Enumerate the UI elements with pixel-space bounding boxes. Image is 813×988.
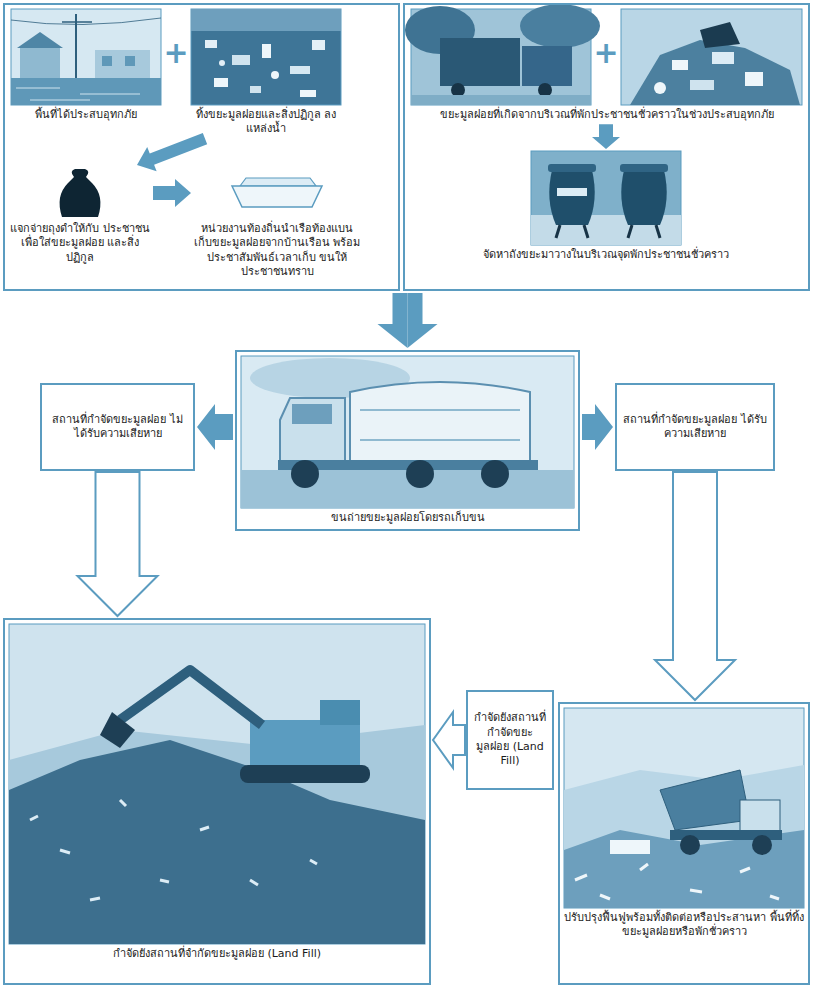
hollow-arrow: [433, 712, 465, 768]
node-text: แจกจ่ายถุงดำให้กับ ประชาชนเพื่อใส่ขยะมูล…: [9, 222, 151, 265]
node-text: ขนถ่ายขยะมูลฝอยโดยรถเก็บขน: [241, 511, 574, 525]
plus-sign: +: [593, 38, 619, 68]
callout-box: กำจัดยังสถานที่ กำจัดขยะมูลฝอย (Land Fil…: [466, 690, 554, 790]
node-text: ปรับปรุงฟื้นฟูพร้อมทั้งติดต่อหรือประสานห…: [564, 911, 804, 940]
photo-caption: พื้นที่ได้ประสบอุทกภัย: [11, 9, 161, 122]
photo-space: [564, 708, 804, 908]
node-text: หน่วยงานท้องถิ่นนำเรือท้องแบน เก็บขยะมูล…: [193, 222, 361, 279]
node-text: สถานที่กำจัดขยะมูลฝอย ไม่ได้รับความเสียห…: [46, 413, 189, 442]
photo-space: [191, 9, 341, 105]
bins-photo: [531, 151, 681, 245]
landfill-photo: [9, 624, 425, 944]
block-arrow: [582, 404, 613, 450]
photo-caption: จัดหาถังขยะมาวางในบริเวณจุดพักประชาชนชั่…: [456, 151, 756, 262]
truck-photo: [241, 356, 574, 508]
photo-caption: แจกจ่ายถุงดำให้กับ ประชาชนเพื่อใส่ขยะมูล…: [9, 167, 151, 265]
photo-box: กำจัดยังสถานที่จำกัดขยะมูลฝอย (Land Fill…: [3, 618, 431, 985]
block-arrow: [197, 404, 233, 450]
block-arrow: [592, 124, 620, 149]
panel: พื้นที่ได้ประสบอุทกภัย ทิ้งขยะมูลฝอยและสิ…: [3, 3, 400, 291]
black-bag: [60, 169, 101, 217]
photo-space: [9, 624, 425, 944]
process-box: สถานที่กำจัดขยะมูลฝอย ไม่ได้รับความเสียห…: [40, 383, 195, 471]
node-text: จัดหาถังขยะมาวางในบริเวณจุดพักประชาชนชั่…: [456, 248, 756, 262]
node-text: ทิ้งขยะมูลฝอยและสิ่งปฏิกูล ลงแหล่งน้ำ: [191, 108, 341, 137]
block-arrow: [378, 293, 408, 348]
shelter-photo: [405, 4, 600, 105]
damaged-site-photo: [564, 708, 804, 908]
waste-water-photo: [191, 9, 341, 105]
photo-box: ขนถ่ายขยะมูลฝอยโดยรถเก็บขน: [235, 350, 580, 531]
hollow-arrow: [655, 472, 735, 700]
waste-pile-photo: [621, 9, 802, 105]
photo-space: [11, 9, 161, 105]
photo-caption: ทิ้งขยะมูลฝอยและสิ่งปฏิกูล ลงแหล่งน้ำ: [191, 9, 341, 137]
node-text: พื้นที่ได้ประสบอุทกภัย: [11, 108, 161, 122]
photo-box: ปรับปรุงฟื้นฟูพร้อมทั้งติดต่อหรือประสานห…: [558, 702, 810, 985]
plus-sign: +: [163, 38, 189, 68]
hollow-arrow: [78, 472, 158, 616]
node-text: สถานที่กำจัดขยะมูลฝอย ได้รับความเสียหาย: [621, 413, 769, 442]
photo-caption: หน่วยงานท้องถิ่นนำเรือท้องแบน เก็บขยะมูล…: [193, 167, 361, 279]
block-arrow: [153, 179, 191, 207]
block-arrow: [408, 293, 438, 348]
node-text: กำจัดยังสถานที่ กำจัดขยะมูลฝอย (Land Fil…: [472, 711, 548, 768]
flood-photo: [11, 9, 161, 105]
photo-space: [456, 151, 756, 245]
node-text: กำจัดยังสถานที่จำกัดขยะมูลฝอย (Land Fill…: [9, 947, 425, 961]
photo-space: [241, 356, 574, 508]
photo-space: [193, 167, 361, 219]
process-box: สถานที่กำจัดขยะมูลฝอย ได้รับความเสียหาย: [615, 383, 775, 471]
block-arrow: [137, 133, 207, 171]
node-text: ขยะมูลฝอยที่เกิดจากบริเวณที่พักประชาชนชั…: [411, 108, 802, 122]
boat: [232, 178, 322, 207]
photo-space: [9, 167, 151, 219]
